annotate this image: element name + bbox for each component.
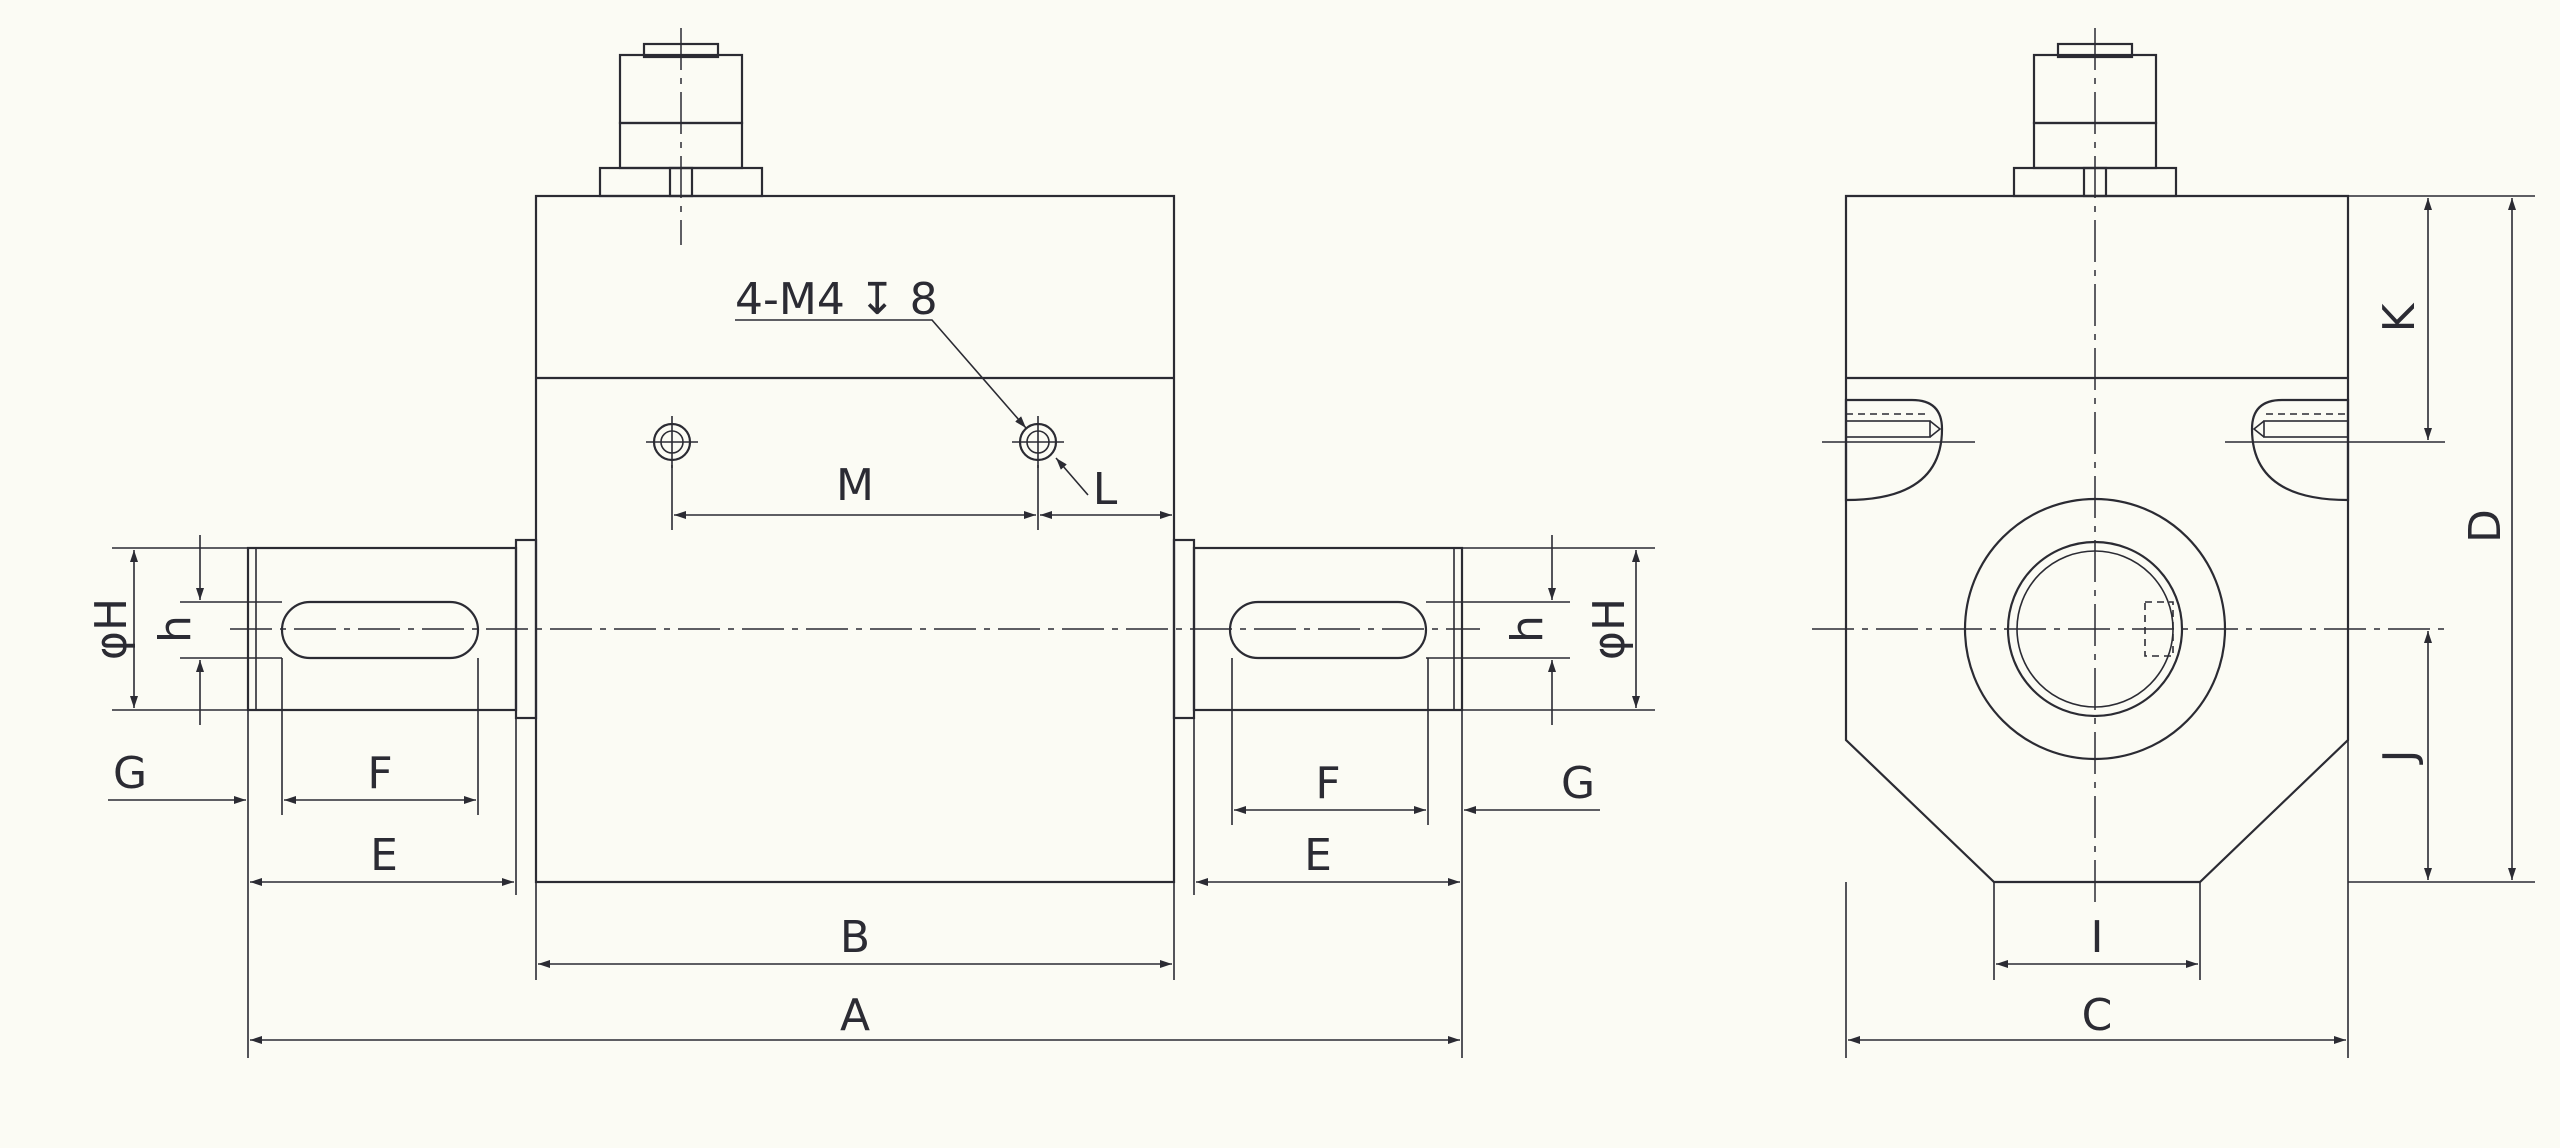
label-F-left: F [367,748,392,799]
label-H-right: φH [1584,598,1635,660]
right-keyway [1228,600,1428,660]
label-L: L [1093,464,1118,515]
label-hole-callout: 4-M4 ↧ 8 [735,274,938,325]
connector-front [598,28,764,245]
label-M: M [836,460,874,511]
label-J: J [2374,750,2425,766]
side-view [1812,28,2445,905]
label-I: I [2091,912,2104,963]
front-view [230,28,1480,884]
keyway-hidden [2144,601,2174,657]
labels: A B E E F F G G M L 4-M4 ↧ 8 φH h h φH C… [86,274,2511,1041]
label-h-right: h [1502,615,1553,643]
label-C: C [2082,990,2113,1041]
mounting-hole-left [646,416,698,468]
label-B: B [840,912,870,963]
label-A: A [840,990,870,1041]
housing-outline [1844,194,2350,884]
label-E-left: E [370,830,398,881]
label-h-left: h [150,615,201,643]
label-F-right: F [1315,758,1340,809]
label-D: D [2460,509,2511,543]
L-leader [1055,457,1089,496]
bore-circle [2006,540,2184,718]
label-K: K [2374,302,2425,332]
threaded-hole-right [2225,398,2445,502]
flange-circle [1963,497,2227,761]
label-H-left: φH [86,598,137,660]
label-E-right: E [1304,830,1332,881]
mounting-hole-right [1012,416,1064,468]
threaded-hole-left [1822,398,1975,502]
left-keyway [280,600,480,660]
label-G-left: G [113,748,147,799]
label-G-right: G [1561,758,1595,809]
dimensions [108,195,2535,1058]
hole-callout-leader [735,319,1027,429]
